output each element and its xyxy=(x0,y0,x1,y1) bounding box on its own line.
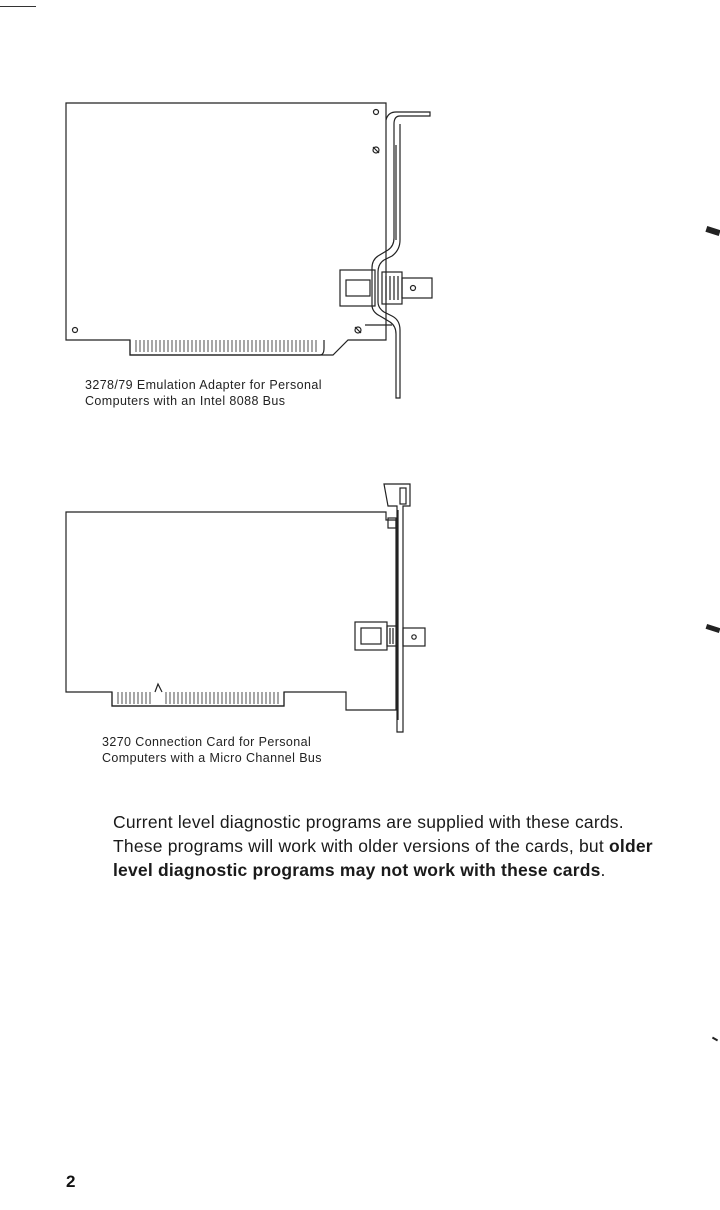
figure-emulation-adapter: 3278/79 Emulation Adapter for Personal C… xyxy=(0,0,720,420)
figure-caption: 3278/79 Emulation Adapter for Personal C… xyxy=(85,377,322,409)
figure-connection-card: 3270 Connection Card for Personal Comput… xyxy=(0,470,720,770)
figure-caption: 3270 Connection Card for Personal Comput… xyxy=(102,734,322,766)
emulation-adapter-drawing xyxy=(65,102,433,399)
caption-line: Computers with a Micro Channel Bus xyxy=(102,751,322,765)
caption-line: Computers with an Intel 8088 Bus xyxy=(85,394,286,408)
body-text-end: . xyxy=(600,860,606,880)
top-rule xyxy=(0,6,36,7)
caption-line: 3278/79 Emulation Adapter for Personal xyxy=(85,378,322,392)
body-text-plain: Current level diagnostic programs are su… xyxy=(113,812,624,856)
page-number: 2 xyxy=(66,1172,76,1191)
connection-card-drawing xyxy=(65,483,426,733)
caption-line: 3270 Connection Card for Personal xyxy=(102,735,312,749)
body-text-bold: older level diagnostic programs may not … xyxy=(113,836,653,880)
scan-edge-mark xyxy=(711,1036,719,1042)
body-paragraph: Current level diagnostic programs are su… xyxy=(113,810,673,882)
